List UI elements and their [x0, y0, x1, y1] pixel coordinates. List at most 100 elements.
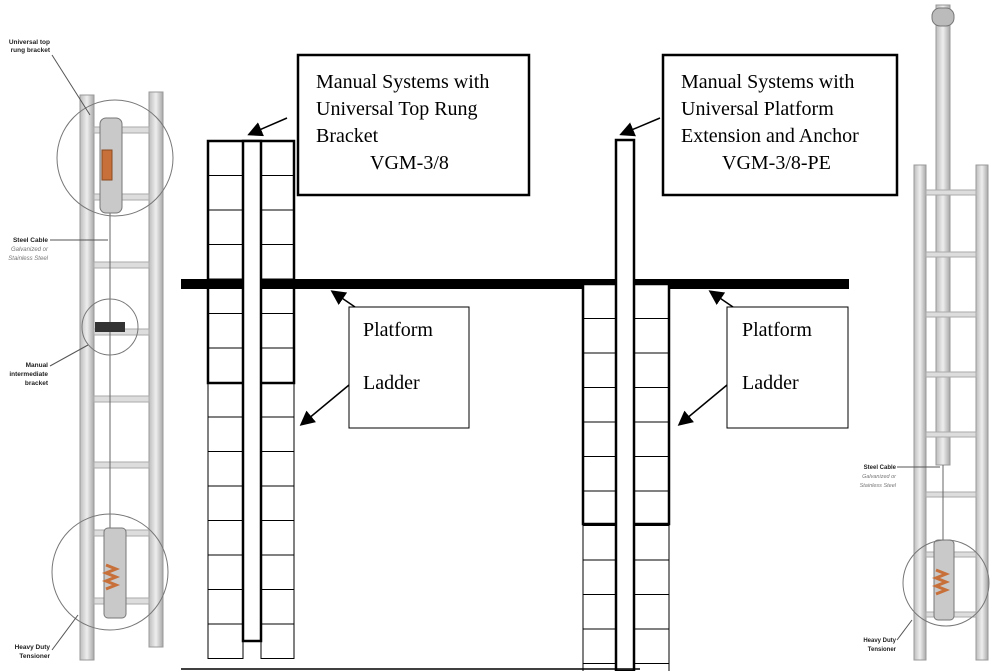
right-system-box: Manual Systems with Universal Platform E…	[661, 53, 899, 197]
tensioner-label-2: Tensioner	[19, 653, 50, 660]
ladder-cell	[260, 589, 295, 625]
ladder-cell	[582, 318, 617, 354]
right-ladder-label: Ladder	[742, 372, 799, 394]
left-ladder-label: Ladder	[363, 372, 420, 394]
ladder-cell	[260, 623, 295, 659]
ladder-cell	[582, 559, 617, 595]
zoom-circle-top	[56, 99, 174, 217]
ladder-rung	[93, 461, 150, 469]
intermediate-label-3: bracket	[25, 380, 49, 387]
ladder-cell	[207, 382, 244, 418]
ladder-cell	[260, 313, 295, 349]
left-schematic	[181, 117, 849, 659]
ladder-cell	[633, 456, 670, 492]
platform-bar	[181, 279, 849, 289]
ladder-cell	[207, 554, 244, 590]
ladder-cell	[260, 554, 295, 590]
right-box-title-1: Manual Systems with	[681, 71, 854, 93]
ladder-cell	[207, 416, 244, 452]
ladder-cell	[207, 520, 244, 556]
right-steel-cable-sub-2: Stainless Steel	[860, 483, 897, 489]
ladder-cell	[582, 525, 617, 561]
ladder-cell	[582, 628, 617, 664]
left-box-title-3: Bracket	[316, 125, 379, 147]
ladder-cell	[582, 490, 617, 526]
ladder-rung	[925, 431, 977, 438]
right-legend-box: Platform Ladder	[677, 290, 849, 429]
ladder-cell	[260, 175, 295, 211]
ladder-cell	[633, 663, 670, 671]
ladder-cell	[582, 387, 617, 423]
ladder-cell	[633, 490, 670, 526]
top-bracket-label-2: rung bracket	[11, 47, 51, 54]
left-box-arrow	[247, 117, 288, 137]
ladder-cell	[582, 421, 617, 457]
ladder-rung	[925, 311, 977, 318]
ladder-cell	[633, 421, 670, 457]
ladder-cell	[633, 318, 670, 354]
ladder-cell	[260, 209, 295, 245]
right-box-title-2: Universal Platform	[681, 98, 834, 120]
ladder-cell	[633, 559, 670, 595]
ladder-cell	[207, 623, 244, 659]
left-legend-box: Platform Ladder	[299, 290, 470, 429]
ladder-cell	[207, 347, 244, 383]
ladder-cell	[260, 244, 295, 280]
ladder-cell	[260, 140, 295, 176]
ladder-cell	[582, 456, 617, 492]
left-box-title-2: Universal Top Rung	[316, 98, 478, 120]
intermediate-label-2: intermediate	[9, 371, 48, 378]
ladder-cell	[633, 628, 670, 664]
steel-cable-sub-1: Galvanized or	[11, 247, 49, 253]
right-platform-label: Platform	[742, 319, 812, 341]
right-extension-rail	[614, 138, 636, 671]
right-ladder-illustration: Steel Cable Galvanized or Stainless Stee…	[860, 4, 990, 661]
ladder-cell	[207, 209, 244, 245]
ladder-cell	[633, 387, 670, 423]
ladder-cell	[207, 589, 244, 625]
ladder-cell	[207, 140, 244, 176]
right-box-title-3: Extension and Anchor	[681, 125, 859, 147]
left-cable-rail	[241, 139, 263, 643]
steel-cable-label: Steel Cable	[13, 237, 48, 244]
ladder-cell	[207, 175, 244, 211]
zoom-circle-middle	[81, 298, 139, 356]
ladder-rung	[93, 395, 150, 403]
left-ladder-illustration: Universal top rung bracket Steel Cable G…	[8, 39, 174, 661]
ladder-rung	[925, 371, 977, 378]
left-platform-label: Platform	[363, 319, 433, 341]
right-box-arrow	[619, 117, 661, 137]
ladder-cell	[582, 663, 617, 671]
right-tensioner-label-2: Tensioner	[868, 647, 897, 653]
ladder-cell	[207, 244, 244, 280]
left-system-box: Manual Systems with Universal Top Rung B…	[296, 53, 531, 197]
ladder-cell	[582, 352, 617, 388]
ladder-cell	[582, 283, 617, 319]
top-bracket-label-1: Universal top	[9, 39, 50, 46]
ladder-cell	[207, 485, 244, 521]
ladder-cell	[260, 382, 295, 418]
ladder-cell	[260, 520, 295, 556]
ladder-cell	[633, 525, 670, 561]
steel-cable-sub-2: Stainless Steel	[8, 256, 48, 262]
left-box-code: VGM-3/8	[370, 152, 449, 174]
ladder-cell	[633, 283, 670, 319]
ladder-rung	[925, 251, 977, 258]
zoom-circle-bottom	[51, 513, 169, 631]
ladder-cell	[207, 451, 244, 487]
ladder-rung	[925, 189, 977, 196]
ladder-cell	[260, 347, 295, 383]
ladder-cell	[582, 594, 617, 630]
ladder-cell	[260, 451, 295, 487]
ladder-rung	[925, 491, 977, 498]
right-tensioner-label-1: Heavy Duty	[863, 638, 896, 644]
ladder-rung	[93, 261, 150, 269]
ladder-cell	[207, 313, 244, 349]
intermediate-label-1: Manual	[26, 362, 49, 369]
left-box-title-1: Manual Systems with	[316, 71, 489, 93]
right-box-code: VGM-3/8-PE	[722, 152, 831, 174]
tensioner-label-1: Heavy Duty	[15, 644, 51, 651]
ladder-cell	[633, 352, 670, 388]
right-steel-cable-sub-1: Galvanized or	[862, 474, 897, 480]
